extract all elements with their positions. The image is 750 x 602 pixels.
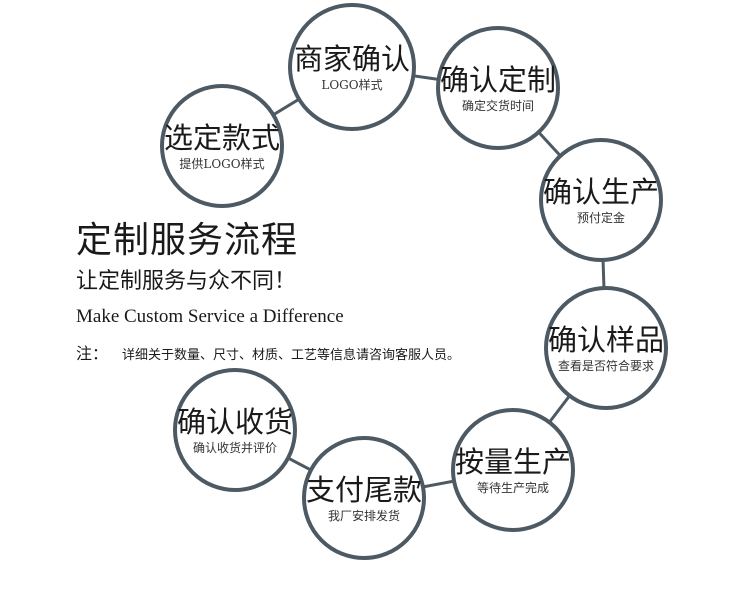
step-subtitle: 我厂安排发货 xyxy=(327,508,400,523)
step-node-8: 确认收货 确认收货并评价 xyxy=(173,368,297,492)
note-text: 详细关于数量、尺寸、材质、工艺等信息请咨询客服人员。 xyxy=(122,348,461,363)
step-title: 确认生产 xyxy=(543,174,660,209)
page-title: 定制服务流程 xyxy=(76,220,299,261)
step-subtitle: 预付定金 xyxy=(576,210,625,225)
step-subtitle: LOGO样式 xyxy=(321,77,383,92)
step-title: 确认收货 xyxy=(177,404,294,439)
step-subtitle: 查看是否符合要求 xyxy=(557,358,654,373)
page-subtitle: 让定制服务与众不同！ xyxy=(76,269,297,294)
step-node-3: 确认定制 确定交货时间 xyxy=(436,26,560,150)
step-subtitle: 提供LOGO样式 xyxy=(179,156,265,171)
step-node-4: 确认生产 预付定金 xyxy=(539,138,663,262)
note-label: 注： xyxy=(76,344,109,363)
step-subtitle: 确定交货时间 xyxy=(461,98,534,113)
step-subtitle: 确认收货并评价 xyxy=(192,440,277,455)
step-node-2: 商家确认 LOGO样式 xyxy=(288,3,416,131)
step-node-7: 支付尾款 我厂安排发货 xyxy=(302,436,426,560)
step-title: 选定款式 xyxy=(164,120,281,155)
english-slogan: Make Custom Service a Difference xyxy=(76,306,344,327)
step-node-1: 选定款式 提供LOGO样式 xyxy=(160,84,284,208)
note-line: 注： 详细关于数量、尺寸、材质、工艺等信息请咨询客服人员。 xyxy=(76,344,460,366)
step-title: 商家确认 xyxy=(293,41,410,76)
step-title: 支付尾款 xyxy=(306,472,423,507)
step-title: 按量生产 xyxy=(455,444,572,479)
step-title: 确认定制 xyxy=(440,62,557,97)
step-node-5: 确认样品 查看是否符合要求 xyxy=(544,286,668,410)
step-subtitle: 等待生产完成 xyxy=(476,480,549,495)
step-node-6: 按量生产 等待生产完成 xyxy=(451,408,575,532)
step-title: 确认样品 xyxy=(548,322,665,357)
